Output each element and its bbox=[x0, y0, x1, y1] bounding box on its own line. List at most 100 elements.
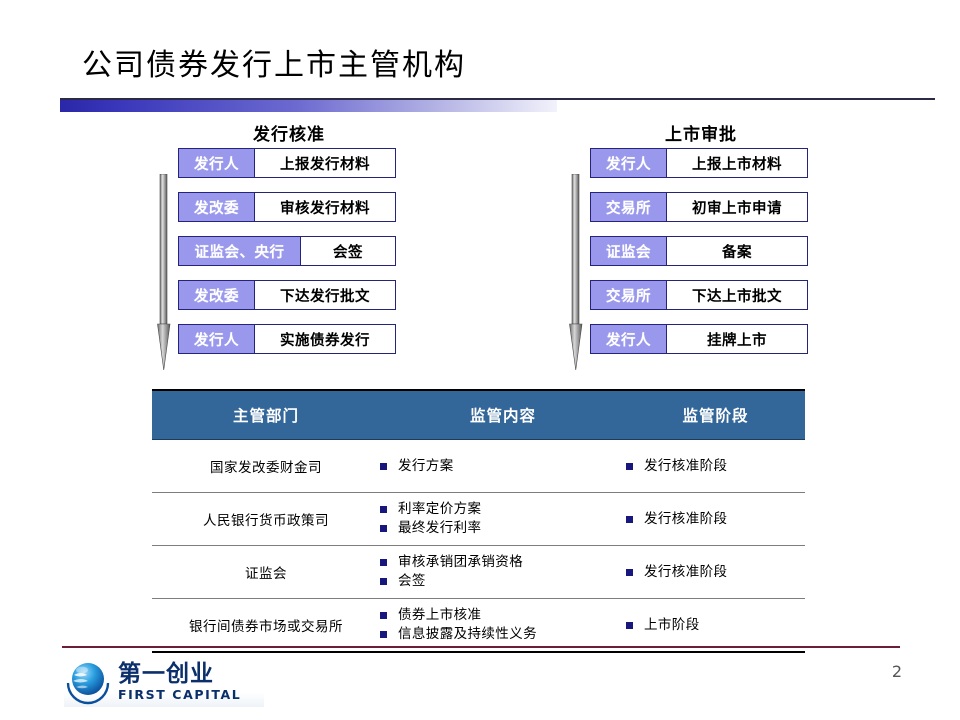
cell-stage: 发行核准阶段 bbox=[626, 545, 805, 599]
title-divider-line bbox=[60, 98, 935, 100]
flow-step-actor: 发行人 bbox=[179, 149, 255, 177]
table-header-row: 主管部门 监管内容 监管阶段 bbox=[152, 389, 805, 440]
list-item: 最终发行利率 bbox=[380, 519, 626, 538]
square-bullet-icon bbox=[626, 621, 633, 629]
cell-department: 人民银行货币政策司 bbox=[152, 492, 380, 546]
flow-step-actor: 交易所 bbox=[591, 193, 667, 221]
list-item-label: 会签 bbox=[398, 573, 426, 589]
down-arrow-icon bbox=[566, 173, 586, 371]
cell-department: 国家发改委财金司 bbox=[152, 439, 380, 493]
flow-step-action: 会签 bbox=[333, 244, 363, 261]
list-item: 发行核准阶段 bbox=[626, 457, 805, 476]
list-item-label: 上市阶段 bbox=[644, 616, 700, 633]
down-arrow-icon bbox=[154, 173, 174, 371]
flow-step-action: 下达上市批文 bbox=[692, 288, 782, 305]
square-bullet-icon bbox=[626, 568, 633, 576]
title-divider bbox=[60, 98, 935, 112]
square-bullet-icon bbox=[380, 612, 387, 619]
list-item: 会签 bbox=[380, 572, 626, 591]
cell-stage: 上市阶段 bbox=[626, 598, 805, 653]
list-item-label: 发行核准阶段 bbox=[644, 563, 728, 580]
flow-step-actor: 证监会、央行 bbox=[179, 237, 301, 265]
list-item-label: 发行方案 bbox=[398, 457, 454, 474]
flow-step-action: 上报发行材料 bbox=[280, 156, 370, 173]
square-bullet-icon bbox=[626, 462, 633, 470]
flow-step-action: 挂牌上市 bbox=[707, 332, 767, 349]
footer-divider bbox=[62, 646, 900, 648]
table-row: 国家发改委财金司 发行方案 发行核准阶段 bbox=[152, 439, 805, 493]
flow-step[interactable]: 交易所 初审上市申请 bbox=[590, 192, 808, 222]
logo-english-name: FIRST CAPITAL bbox=[118, 686, 242, 702]
flow-step[interactable]: 发行人 上报发行材料 bbox=[178, 148, 396, 178]
list-item: 发行核准阶段 bbox=[626, 510, 805, 529]
flow-step-action: 审核发行材料 bbox=[280, 200, 370, 217]
column-header-stage: 监管阶段 bbox=[626, 389, 805, 440]
cell-stage: 发行核准阶段 bbox=[626, 439, 805, 493]
flow-heading: 上市审批 bbox=[665, 125, 737, 145]
flow-step-action: 初审上市申请 bbox=[692, 200, 782, 217]
title-divider-gradient bbox=[60, 100, 557, 112]
flow-step[interactable]: 发行人 上报上市材料 bbox=[590, 148, 808, 178]
company-logo: 第一创业 FIRST CAPITAL bbox=[64, 655, 264, 707]
column-header-department: 主管部门 bbox=[152, 389, 380, 440]
cell-scope: 发行方案 bbox=[380, 439, 626, 493]
square-bullet-icon bbox=[380, 578, 387, 585]
list-item: 审核承销团承销资格 bbox=[380, 553, 626, 572]
square-bullet-icon bbox=[380, 525, 387, 532]
flow-step[interactable]: 交易所 下达上市批文 bbox=[590, 280, 808, 310]
flow-step-actor: 发行人 bbox=[591, 149, 667, 177]
regulators-table: 主管部门 监管内容 监管阶段 国家发改委财金司 发行方案 发行核准阶段 bbox=[152, 389, 805, 653]
logo-chinese-name: 第一创业 bbox=[118, 659, 214, 687]
list-item: 上市阶段 bbox=[626, 616, 805, 635]
column-header-scope: 监管内容 bbox=[380, 389, 626, 440]
table-row: 银行间债券市场或交易所 债券上市核准 信息披露及持续性义务 上市阶段 bbox=[152, 598, 805, 653]
flow-issuance-approval: 发行核准 bbox=[150, 122, 412, 371]
cell-scope: 审核承销团承销资格 会签 bbox=[380, 545, 626, 599]
flow-step[interactable]: 证监会、央行 会签 bbox=[178, 236, 396, 266]
list-item-label: 最终发行利率 bbox=[398, 520, 482, 536]
square-bullet-icon bbox=[626, 515, 633, 523]
cell-scope: 利率定价方案 最终发行利率 bbox=[380, 492, 626, 546]
flow-rows: 发行人 上报发行材料 发改委 审核发行材料 证监会、央行 会签 发改委 下达发行… bbox=[178, 148, 412, 354]
flow-step[interactable]: 证监会 备案 bbox=[590, 236, 808, 266]
flow-step-actor: 发行人 bbox=[179, 325, 255, 353]
list-item-label: 信息披露及持续性义务 bbox=[398, 626, 537, 642]
list-item-label: 债券上市核准 bbox=[398, 607, 482, 623]
flow-step-actor: 发行人 bbox=[591, 325, 667, 353]
flow-step-action: 实施债券发行 bbox=[280, 332, 370, 349]
table-row: 人民银行货币政策司 利率定价方案 最终发行利率 发行核准阶段 bbox=[152, 492, 805, 546]
flow-step-actor: 证监会 bbox=[591, 237, 667, 265]
flow-rows: 发行人 上报上市材料 交易所 初审上市申请 证监会 备案 交易所 下达上市批文 … bbox=[590, 148, 824, 354]
flow-step[interactable]: 发改委 下达发行批文 bbox=[178, 280, 396, 310]
globe-icon bbox=[64, 657, 112, 705]
flow-heading: 发行核准 bbox=[253, 125, 325, 145]
flow-listing-approval: 上市审批 bbox=[562, 122, 824, 371]
flow-step-action: 下达发行批文 bbox=[280, 288, 370, 305]
flow-step[interactable]: 发行人 挂牌上市 bbox=[590, 324, 808, 354]
flow-step-action: 备案 bbox=[722, 244, 752, 261]
cell-department: 证监会 bbox=[152, 545, 380, 599]
cell-department: 银行间债券市场或交易所 bbox=[152, 598, 380, 653]
flow-step[interactable]: 发改委 审核发行材料 bbox=[178, 192, 396, 222]
list-item: 发行方案 bbox=[380, 457, 626, 476]
square-bullet-icon bbox=[380, 559, 387, 566]
list-item-label: 发行核准阶段 bbox=[644, 510, 728, 527]
list-item: 利率定价方案 bbox=[380, 500, 626, 519]
flow-step-actor: 发改委 bbox=[179, 193, 255, 221]
list-item: 发行核准阶段 bbox=[626, 563, 805, 582]
list-item-label: 审核承销团承销资格 bbox=[398, 554, 524, 570]
square-bullet-icon bbox=[380, 462, 387, 470]
flow-step-actor: 发改委 bbox=[179, 281, 255, 309]
square-bullet-icon bbox=[380, 631, 387, 638]
flow-step-actor: 交易所 bbox=[591, 281, 667, 309]
list-item: 债券上市核准 bbox=[380, 606, 626, 625]
flow-step[interactable]: 发行人 实施债券发行 bbox=[178, 324, 396, 354]
cell-scope: 债券上市核准 信息披露及持续性义务 bbox=[380, 598, 626, 653]
page-title: 公司债券发行上市主管机构 bbox=[82, 48, 466, 83]
flow-step-action: 上报上市材料 bbox=[692, 156, 782, 173]
square-bullet-icon bbox=[380, 506, 387, 513]
table-row: 证监会 审核承销团承销资格 会签 发行核准阶段 bbox=[152, 545, 805, 599]
cell-stage: 发行核准阶段 bbox=[626, 492, 805, 546]
list-item: 信息披露及持续性义务 bbox=[380, 625, 626, 644]
page-number: 2 bbox=[891, 662, 902, 681]
